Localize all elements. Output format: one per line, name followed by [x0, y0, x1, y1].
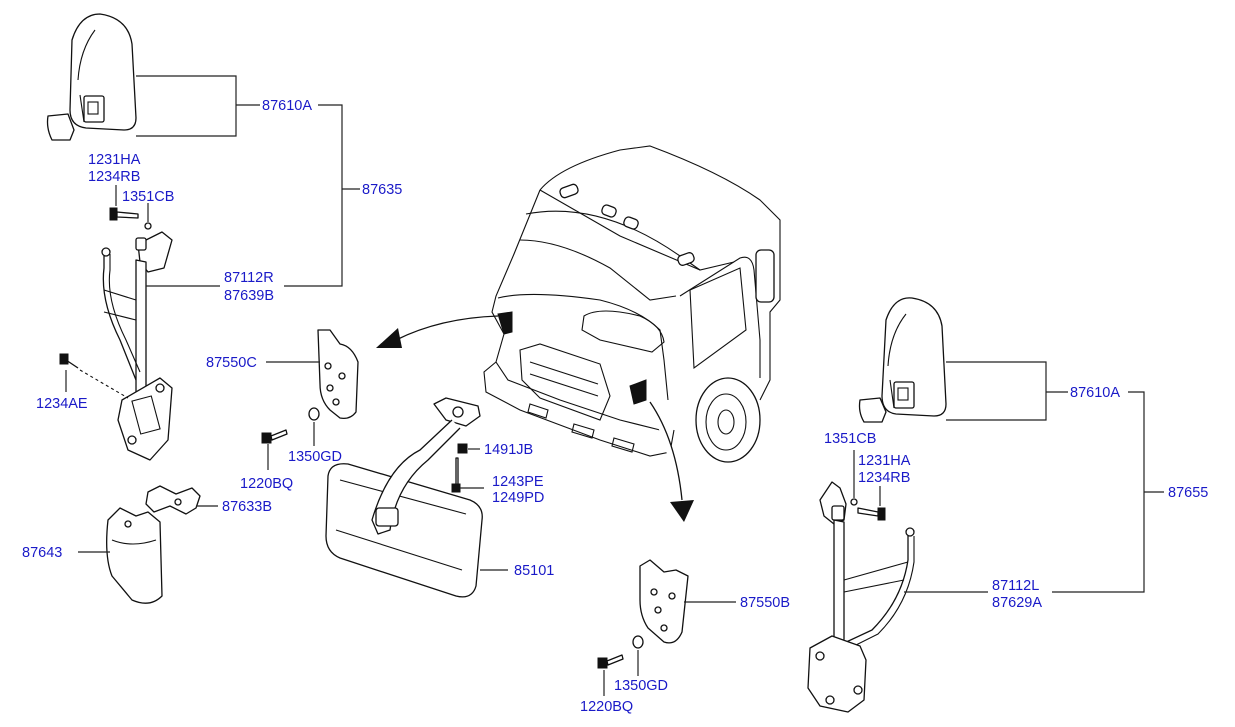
label-1351cb-right: 1351CB: [824, 431, 876, 447]
bolt-1231ha-right: [857, 507, 886, 521]
label-1491jb: 1491JB: [484, 442, 533, 458]
leader-line: [284, 104, 343, 287]
label-1231ha-right: 1231HA: [858, 453, 911, 469]
label-87639b: 87639B: [224, 288, 274, 304]
label-87112r: 87112R: [224, 270, 274, 286]
nut-1491jb: [457, 443, 468, 454]
leader-line: [136, 75, 237, 137]
bolt-1231ha-left: [109, 207, 139, 221]
mirror-stay-left-hand: [807, 481, 915, 713]
label-1231ha-top: 1231HA: [88, 152, 141, 168]
label-1350gd-left: 1350GD: [288, 449, 342, 465]
label-1249pd: 1249PD: [492, 490, 544, 506]
mirror-glass-right: [858, 397, 887, 423]
screw-1243pe: [451, 457, 461, 493]
washer-1350gd-left: [308, 407, 320, 421]
label-87635: 87635: [362, 182, 402, 198]
cover-87643: [106, 507, 163, 604]
label-87633b: 87633B: [222, 499, 272, 515]
bracket-87633b: [145, 485, 201, 515]
label-87643: 87643: [22, 545, 62, 561]
label-1220bq-right: 1220BQ: [580, 699, 633, 715]
label-1243pe: 1243PE: [492, 474, 544, 490]
label-1220bq-left: 1220BQ: [240, 476, 293, 492]
bolt-1220bq-left: [261, 429, 288, 444]
label-1351cb-top: 1351CB: [122, 189, 174, 205]
mirror-head-right: [881, 297, 947, 417]
label-87629a: 87629A: [992, 595, 1042, 611]
washer-1350gd-right: [632, 635, 644, 649]
washer-1351cb-right: [850, 498, 858, 506]
plate-87550b: [639, 559, 689, 644]
label-1234rb-top: 1234RB: [88, 169, 140, 185]
plate-87550c: [317, 329, 359, 420]
inside-mirror-85101: [325, 397, 483, 598]
mirror-glass-left: [46, 113, 75, 141]
mirror-head-left: [69, 13, 137, 131]
label-87610a-right: 87610A: [1070, 385, 1120, 401]
label-85101: 85101: [514, 563, 554, 579]
label-1234rb-right: 1234RB: [858, 470, 910, 486]
label-87550c: 87550C: [206, 355, 257, 371]
bracket-lower-left: [117, 377, 173, 461]
washer-1351cb-left: [144, 222, 152, 230]
bolt-1220bq-right: [597, 654, 624, 669]
label-87550b: 87550B: [740, 595, 790, 611]
label-1350gd-right: 1350GD: [614, 678, 668, 694]
cab: [483, 145, 781, 463]
mirror-stay-right-hand: [101, 231, 173, 405]
label-87610a-top: 87610A: [262, 98, 312, 114]
screw-1234ae: [59, 353, 79, 369]
label-1234ae: 1234AE: [36, 396, 88, 412]
label-87112l: 87112L: [992, 578, 1039, 594]
label-87655: 87655: [1168, 485, 1208, 501]
arrow-right: [649, 401, 683, 501]
arrow-left: [395, 315, 499, 341]
